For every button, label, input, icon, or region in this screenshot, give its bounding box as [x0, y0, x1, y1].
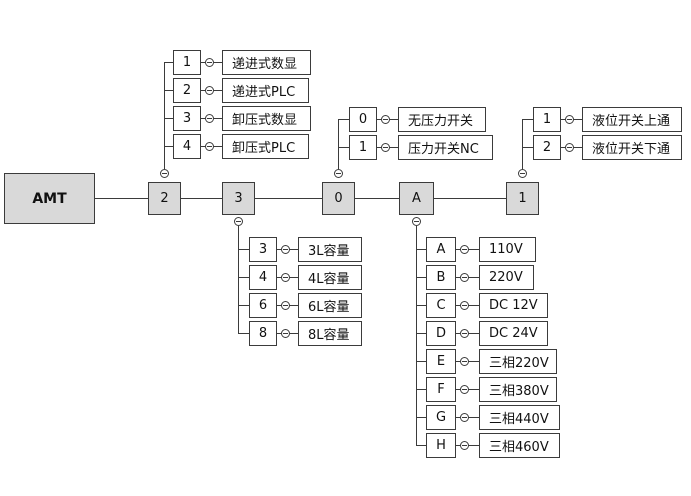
model-prefix-box: AMT — [4, 173, 95, 224]
voltage-option-stub — [416, 445, 426, 446]
voltage-option-key: D — [426, 321, 456, 346]
gauge-option-label: 递进式PLC — [222, 78, 309, 103]
capacity-option-stub — [238, 277, 249, 278]
code-box-voltage: A — [399, 182, 434, 215]
voltage-option-connector-icon — [460, 329, 469, 338]
gauge-option-connector-icon — [205, 142, 214, 151]
main-connector-line — [94, 198, 506, 199]
capacity-option-stub — [238, 249, 249, 250]
level-option-stub — [522, 147, 533, 148]
gauge-option-key: 1 — [173, 50, 201, 75]
voltage-option-key: F — [426, 377, 456, 402]
gauge-option-stub — [164, 146, 173, 147]
gauge-option-connector-icon — [205, 86, 214, 95]
level-option-key: 1 — [533, 107, 561, 132]
pressure-option-stub — [338, 119, 349, 120]
capacity-option-label: 4L容量 — [298, 265, 362, 290]
pressure-group-connector-icon — [334, 169, 343, 178]
code-box-capacity: 3 — [222, 182, 255, 215]
voltage-option-connector-icon — [460, 245, 469, 254]
level-group-connector-icon — [518, 169, 527, 178]
voltage-option-label: DC 12V — [479, 293, 548, 318]
pressure-option-key: 1 — [349, 135, 377, 160]
voltage-option-label: 三相440V — [479, 405, 560, 430]
voltage-option-stub — [416, 277, 426, 278]
gauge-option-stub — [164, 90, 173, 91]
voltage-option-stub — [416, 333, 426, 334]
voltage-option-label: DC 24V — [479, 321, 548, 346]
capacity-option-stub — [238, 333, 249, 334]
gauge-option-key: 2 — [173, 78, 201, 103]
gauge-option-key: 4 — [173, 134, 201, 159]
code-box-pressure: 0 — [322, 182, 355, 215]
capacity-option-connector-icon — [281, 301, 290, 310]
capacity-option-label: 8L容量 — [298, 321, 362, 346]
voltage-group-bracket — [416, 226, 417, 446]
capacity-group-bracket — [238, 226, 239, 333]
capacity-option-label: 3L容量 — [298, 237, 362, 262]
code-box-gauge: 2 — [148, 182, 181, 215]
voltage-option-key: C — [426, 293, 456, 318]
gauge-option-label: 递进式数显 — [222, 50, 311, 75]
voltage-option-label: 三相380V — [479, 377, 557, 402]
voltage-option-label: 三相220V — [479, 349, 557, 374]
pressure-group-bracket — [338, 119, 339, 169]
voltage-group-connector-icon — [412, 217, 421, 226]
voltage-option-key: E — [426, 349, 456, 374]
capacity-option-key: 3 — [249, 237, 277, 262]
level-option-connector-icon — [565, 115, 574, 124]
capacity-option-stub — [238, 305, 249, 306]
gauge-group-bracket — [164, 62, 165, 169]
pressure-option-label: 压力开关NC — [398, 135, 493, 160]
voltage-option-connector-icon — [460, 357, 469, 366]
voltage-option-stub — [416, 389, 426, 390]
gauge-group-connector-icon — [160, 169, 169, 178]
voltage-option-stub — [416, 361, 426, 362]
level-option-label: 液位开关下通 — [582, 135, 682, 160]
gauge-option-key: 3 — [173, 106, 201, 131]
voltage-option-key: A — [426, 237, 456, 262]
pressure-option-label: 无压力开关 — [398, 107, 486, 132]
capacity-option-key: 8 — [249, 321, 277, 346]
pressure-option-stub — [338, 147, 349, 148]
voltage-option-label: 三相460V — [479, 433, 560, 458]
capacity-option-connector-icon — [281, 273, 290, 282]
level-group-bracket — [522, 119, 523, 169]
pressure-option-connector-icon — [381, 115, 390, 124]
gauge-option-stub — [164, 118, 173, 119]
voltage-option-key: B — [426, 265, 456, 290]
level-option-label: 液位开关上通 — [582, 107, 682, 132]
voltage-option-connector-icon — [460, 301, 469, 310]
voltage-option-stub — [416, 249, 426, 250]
voltage-option-key: H — [426, 433, 456, 458]
voltage-option-label: 110V — [479, 237, 536, 262]
gauge-option-label: 卸压式数显 — [222, 106, 311, 131]
capacity-group-connector-icon — [234, 217, 243, 226]
capacity-option-connector-icon — [281, 245, 290, 254]
level-option-key: 2 — [533, 135, 561, 160]
voltage-option-stub — [416, 417, 426, 418]
capacity-option-key: 6 — [249, 293, 277, 318]
gauge-option-connector-icon — [205, 58, 214, 67]
voltage-option-key: G — [426, 405, 456, 430]
voltage-option-connector-icon — [460, 413, 469, 422]
voltage-option-connector-icon — [460, 385, 469, 394]
pressure-option-key: 0 — [349, 107, 377, 132]
voltage-option-connector-icon — [460, 441, 469, 450]
capacity-option-key: 4 — [249, 265, 277, 290]
gauge-option-label: 卸压式PLC — [222, 134, 309, 159]
code-box-level: 1 — [506, 182, 539, 215]
gauge-option-stub — [164, 62, 173, 63]
voltage-option-stub — [416, 305, 426, 306]
level-option-connector-icon — [565, 143, 574, 152]
pressure-option-connector-icon — [381, 143, 390, 152]
voltage-option-label: 220V — [479, 265, 534, 290]
gauge-option-connector-icon — [205, 114, 214, 123]
voltage-option-connector-icon — [460, 273, 469, 282]
capacity-option-connector-icon — [281, 329, 290, 338]
level-option-stub — [522, 119, 533, 120]
capacity-option-label: 6L容量 — [298, 293, 362, 318]
